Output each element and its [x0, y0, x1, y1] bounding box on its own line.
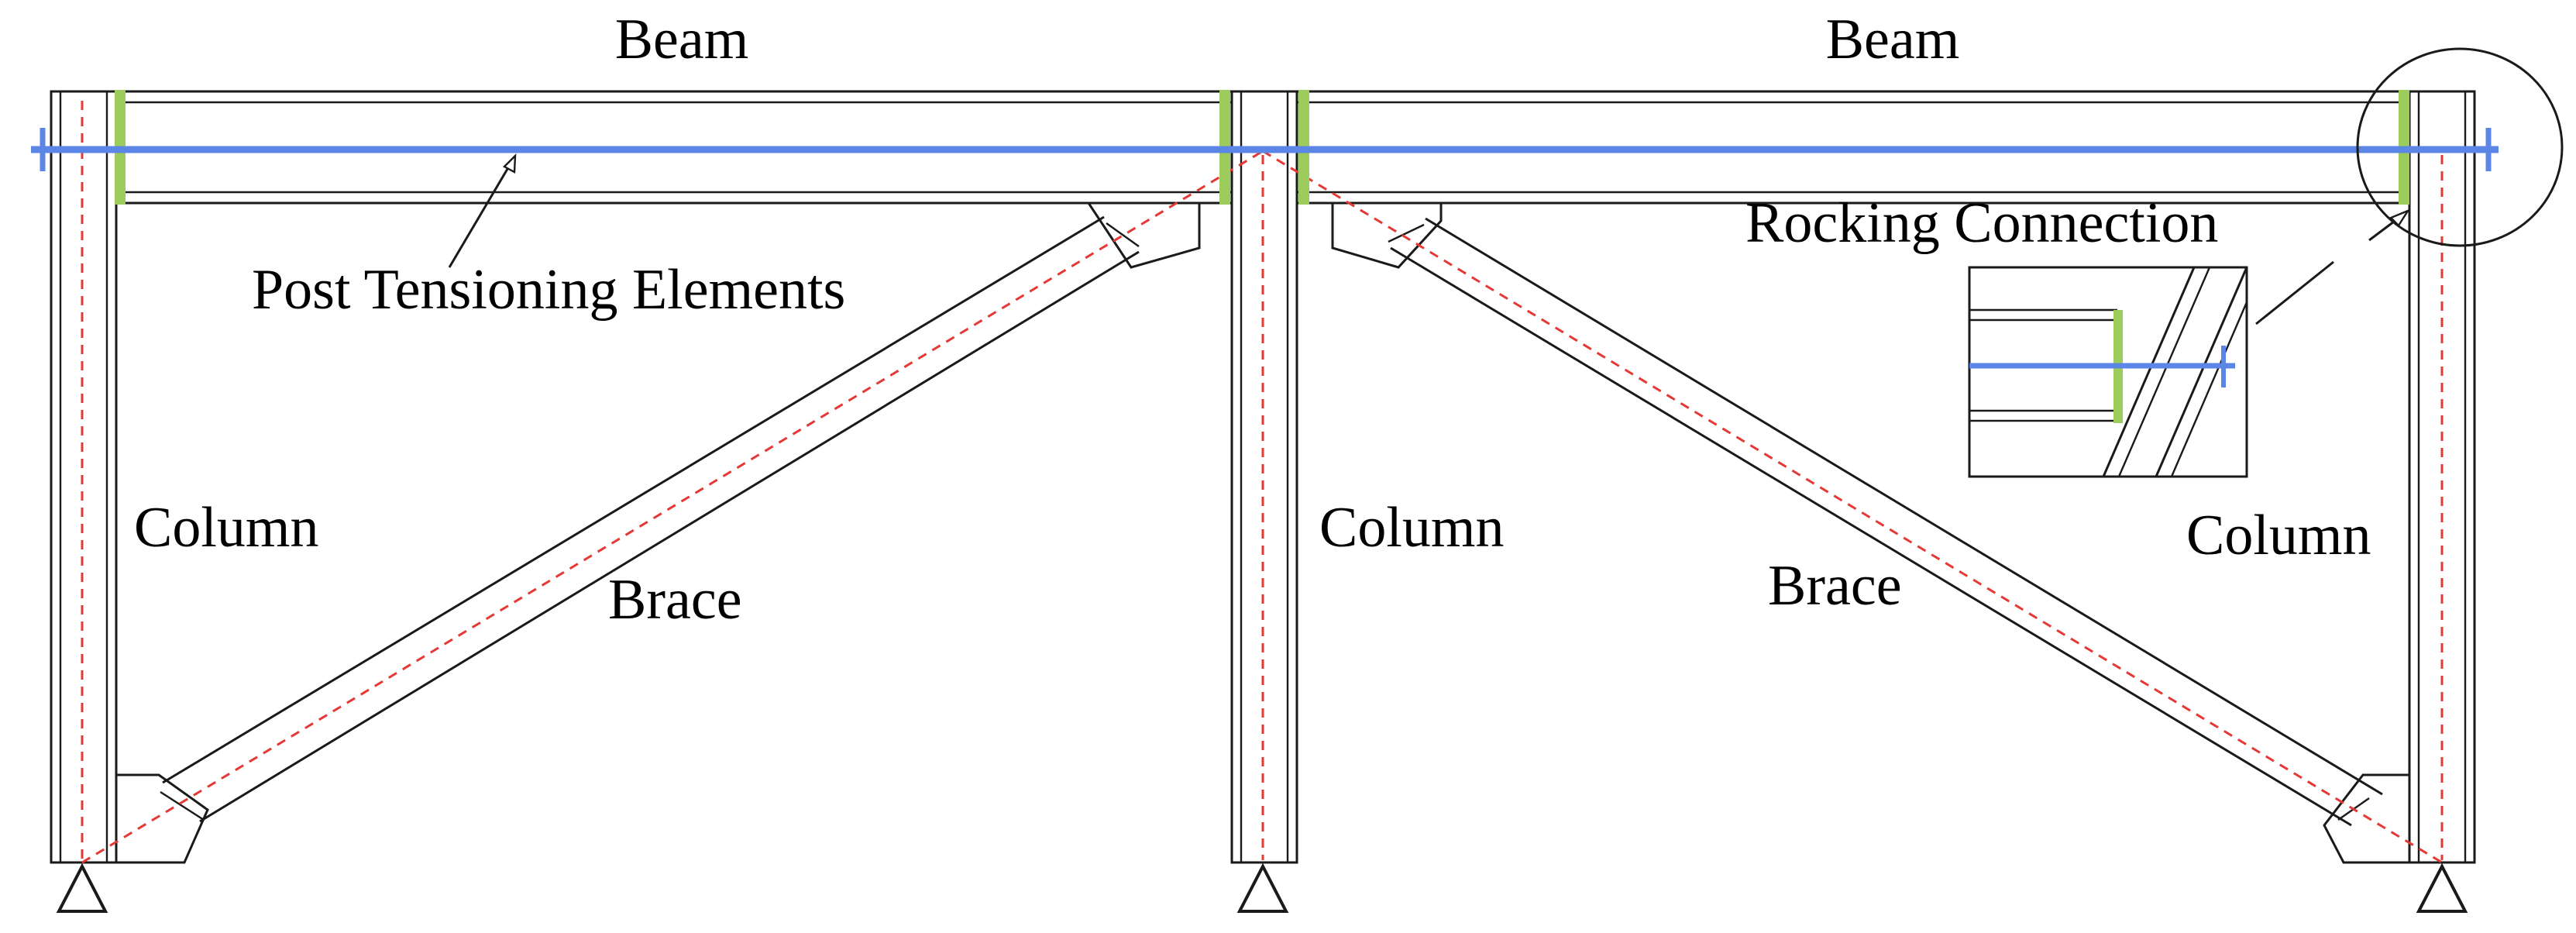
beam-right-label: Beam: [1826, 8, 1960, 71]
supports: [56, 862, 2468, 913]
rocking-connection-callout: [1968, 47, 2564, 478]
pin-support-left: [56, 862, 108, 913]
post-tensioning-elements: [31, 128, 2499, 171]
column-left: [50, 90, 118, 864]
pin-support-right: [2416, 862, 2468, 913]
detail-inset: [1968, 266, 2248, 478]
gusset-plates: [115, 201, 2411, 864]
column-middle: [1230, 90, 1298, 864]
brace-right: [1262, 150, 2443, 864]
beam-right: [1297, 90, 2475, 205]
beam-left-label: Beam: [615, 8, 749, 71]
brace-left-label: Brace: [608, 568, 742, 632]
brace-left: [81, 150, 1264, 864]
callout-circle: [2356, 47, 2564, 247]
column-middle-label: Column: [1319, 496, 1504, 559]
brace-right-centerline: [1262, 150, 2443, 864]
brace-left-centerline: [81, 150, 1264, 864]
post-tensioning-leader: [448, 153, 517, 268]
rocking-connection-label: Rocking Connection: [1745, 191, 2218, 255]
column-right: [2408, 90, 2476, 864]
brace-right-label: Brace: [1768, 554, 1902, 618]
column-left-label: Column: [134, 496, 318, 559]
column-right-label: Column: [2186, 504, 2371, 567]
beam-left: [51, 90, 1297, 205]
pin-support-middle: [1236, 862, 1289, 913]
post-tensioning-label: Post Tensioning Elements: [252, 258, 845, 322]
inset-leader-line: [2255, 260, 2334, 325]
